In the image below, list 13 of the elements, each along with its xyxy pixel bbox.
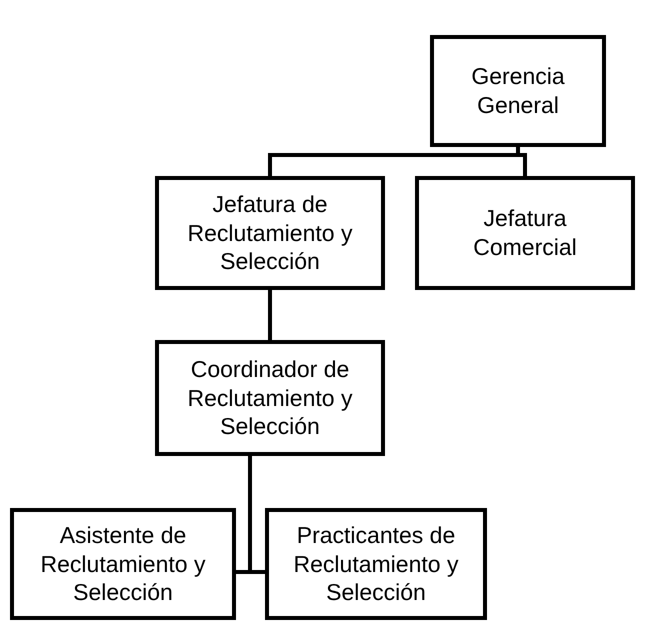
connector-line xyxy=(268,290,272,340)
org-box xyxy=(10,508,236,620)
box-label: Asistente de Reclutamiento y Selección xyxy=(40,520,206,608)
org-box xyxy=(155,340,385,456)
box-label: Practicantes de Reclutamiento y Selección xyxy=(292,520,460,608)
org-box xyxy=(155,176,385,290)
org-box xyxy=(415,176,635,290)
org-box xyxy=(265,508,487,620)
box-label: Jefatura de Reclutamiento y Selección xyxy=(186,190,354,276)
org-box xyxy=(430,35,606,147)
box-label: Coordinador de Reclutamiento y Selección xyxy=(186,354,354,442)
box-label: Jefatura Comercial xyxy=(472,204,578,262)
box-label: Gerencia General xyxy=(470,62,566,120)
